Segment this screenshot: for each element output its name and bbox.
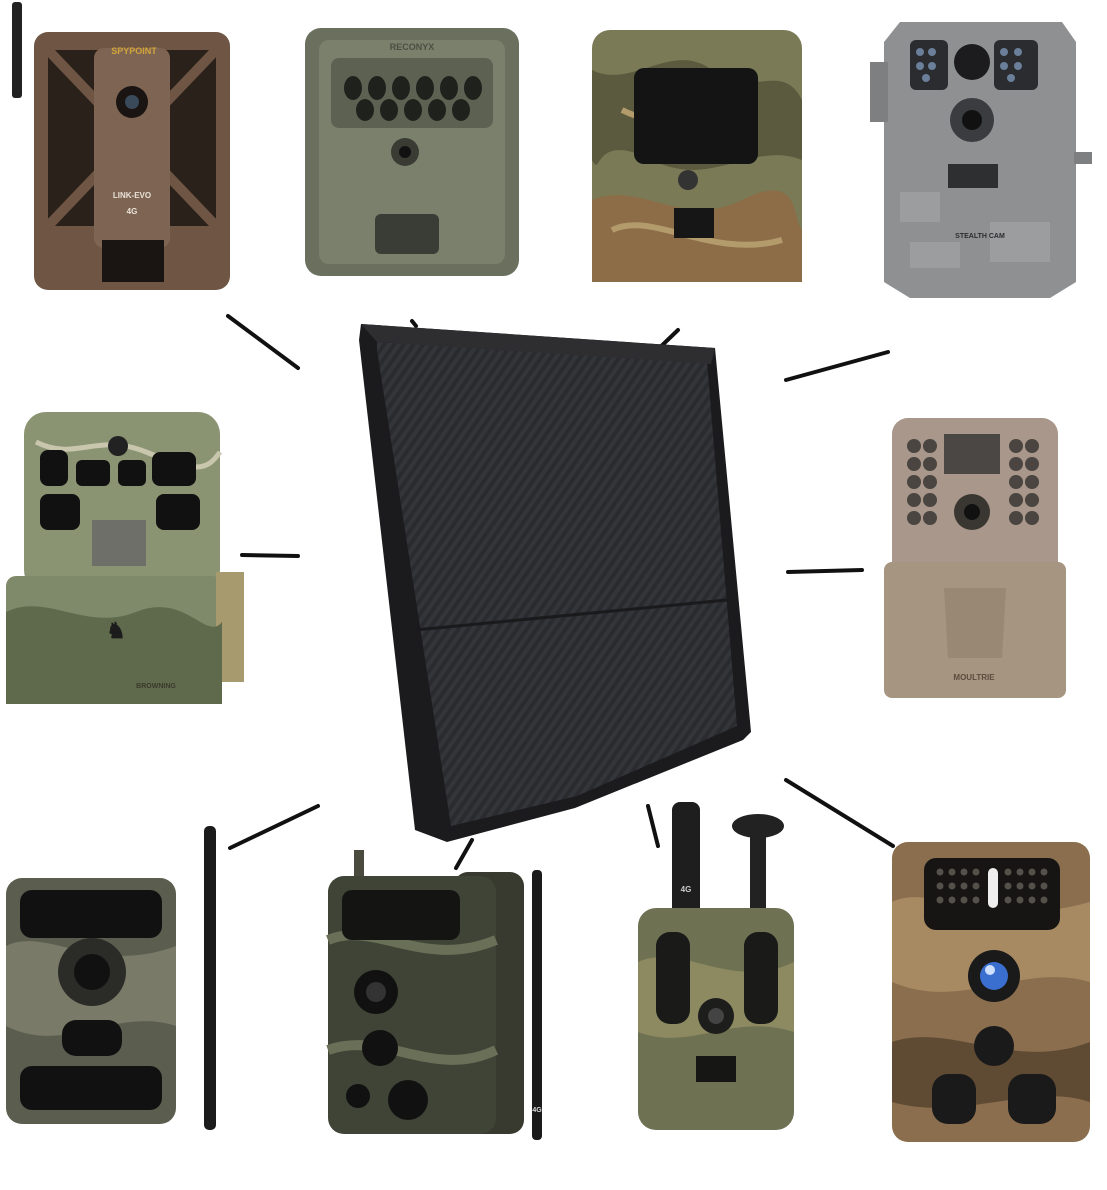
svg-text:STEALTH CAM: STEALTH CAM bbox=[955, 233, 1005, 240]
trail-camera-stealth: STEALTH CAM bbox=[870, 22, 1092, 298]
trail-camera-browning: ♞ BROWNING bbox=[6, 412, 244, 704]
svg-text:4G: 4G bbox=[532, 1107, 542, 1114]
trail-camera-reconyx: RECONYX bbox=[305, 28, 519, 276]
trail-camera-dual-antenna: 4G bbox=[632, 802, 798, 1132]
antenna-icon bbox=[532, 870, 542, 1140]
svg-text:MOULTRIE: MOULTRIE bbox=[953, 673, 995, 682]
trail-camera-hunter: 4G bbox=[324, 850, 554, 1140]
connector-line bbox=[228, 804, 320, 850]
connector-line bbox=[784, 778, 895, 848]
connector-line bbox=[786, 568, 864, 574]
svg-text:4G: 4G bbox=[681, 885, 692, 894]
svg-text:♞: ♞ bbox=[106, 618, 126, 643]
connector-line bbox=[240, 553, 300, 558]
trail-camera-camo-a bbox=[592, 30, 802, 282]
connector-line bbox=[784, 350, 890, 382]
trail-camera-spypoint: SPYPOINT LINK-EVO 4G bbox=[8, 2, 232, 294]
connector-line bbox=[226, 314, 300, 370]
svg-text:BROWNING: BROWNING bbox=[136, 683, 176, 690]
connector-line bbox=[410, 319, 418, 328]
svg-text:RECONYX: RECONYX bbox=[390, 42, 435, 52]
connector-line bbox=[646, 804, 660, 848]
svg-text:LINK-EVO: LINK-EVO bbox=[113, 191, 151, 200]
trail-camera-campark bbox=[892, 842, 1090, 1142]
antenna-icon bbox=[672, 802, 700, 922]
trail-camera-moultrie: MOULTRIE bbox=[884, 418, 1066, 698]
connector-line bbox=[454, 838, 474, 870]
solar-panel-icon bbox=[359, 324, 751, 842]
antenna-icon bbox=[204, 826, 216, 1130]
svg-text:4G: 4G bbox=[127, 207, 138, 216]
antenna-icon bbox=[12, 2, 22, 98]
trail-camera-camo-b bbox=[6, 826, 230, 1130]
svg-text:SPYPOINT: SPYPOINT bbox=[111, 46, 157, 56]
